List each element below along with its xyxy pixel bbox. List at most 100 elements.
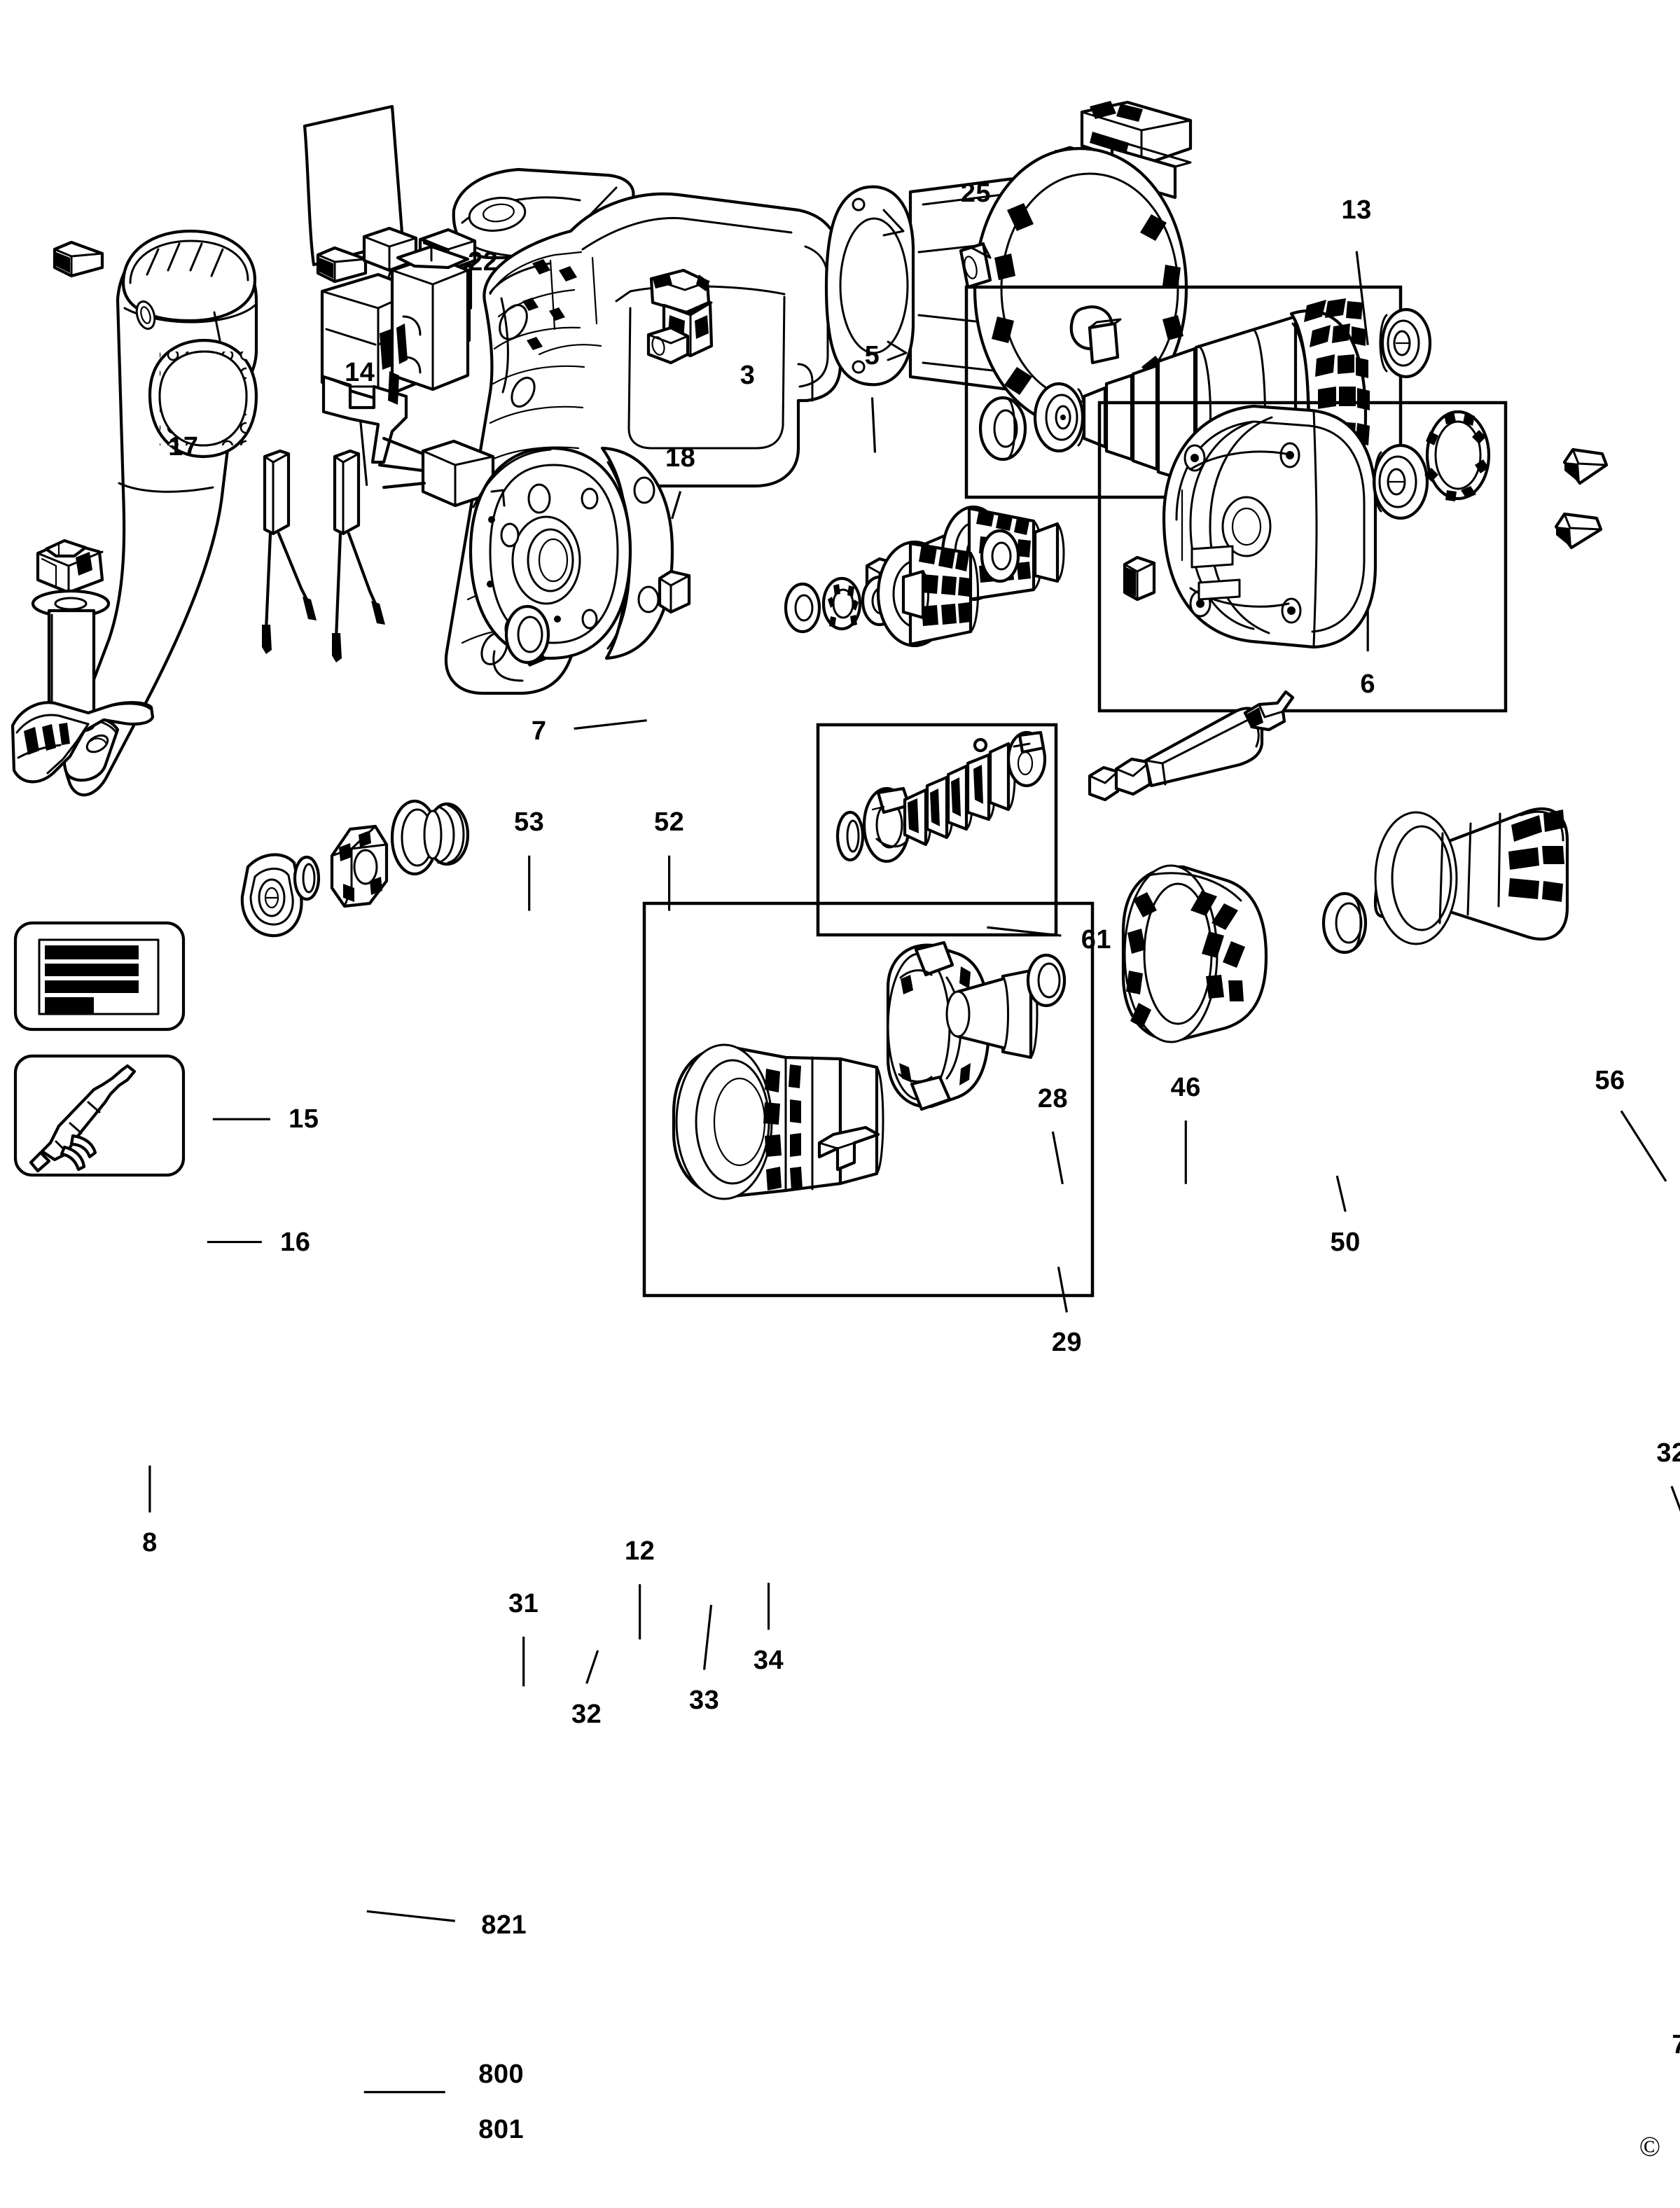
panel-38-spindle-assembly <box>816 723 1058 937</box>
part-29-oil-seal <box>504 604 550 665</box>
part-10-ball-bearing-left <box>1033 382 1086 453</box>
part-49-clutch-cage <box>886 940 991 1111</box>
part-21-carbon-brush-left <box>959 242 992 289</box>
part-32-o-ring-b <box>293 855 321 901</box>
part-number-5: 5 <box>864 341 880 371</box>
part-54-bushing <box>1123 555 1156 602</box>
leader-line-56 <box>1620 1110 1667 1182</box>
part-41-bushing <box>945 968 1039 1060</box>
part-48-shim-plate <box>1424 410 1491 501</box>
part-22-nameplate-label <box>303 104 405 267</box>
part-number-17: 17 <box>168 432 199 462</box>
part-7-trigger-switch <box>320 244 470 464</box>
leader-line-50 <box>1335 1175 1347 1212</box>
part-14-side-handle <box>62 229 258 797</box>
part-12-spindle-lock-nut <box>330 824 389 908</box>
callout-leader-lines <box>148 234 1680 2094</box>
part-number-28: 28 <box>1037 1083 1068 1113</box>
part-58-screw <box>1562 447 1609 485</box>
part-number-32: 32 <box>1656 1438 1680 1468</box>
copyright-icon: © <box>1639 2130 1661 2162</box>
leader-line-5 <box>870 397 877 453</box>
part-number-7: 7 <box>531 716 547 747</box>
part-number-821: 821 <box>481 1910 527 1940</box>
leader-line-33 <box>702 1604 713 1670</box>
leader-line-18 <box>671 491 682 520</box>
leader-line-32 <box>585 1650 599 1684</box>
part-number-50: 50 <box>1330 1227 1361 1257</box>
part-number-22: 22 <box>468 247 499 277</box>
part-16-depth-rod <box>31 589 111 734</box>
leader-line-29 <box>1057 1266 1068 1313</box>
part-56-thrust-washer-a <box>784 582 821 634</box>
part-24-gear-case <box>1162 404 1377 649</box>
part-800-801-tool-illustration-label <box>13 1054 186 1177</box>
part-10-ball-bearing-right <box>1379 307 1432 379</box>
part-number-70: 70 <box>1672 2030 1680 2060</box>
part-21-carbon-brush-right <box>1088 318 1122 365</box>
part-8-power-cord-with-plug <box>11 701 155 784</box>
part-number-25: 25 <box>960 178 992 208</box>
part-number-34: 34 <box>753 1645 784 1675</box>
leader-line-821 <box>366 1910 455 1922</box>
part-number-800: 800 <box>478 2059 525 2089</box>
part-28-gear-case-cover-plate <box>468 446 632 667</box>
part-number-61: 61 <box>1081 924 1111 954</box>
part-number-12: 12 <box>624 1536 655 1566</box>
part-36-bit-holder-tip <box>1243 690 1295 732</box>
part-35-output-spindle <box>1088 707 1264 802</box>
panel-24-gear-case-assembly <box>1097 401 1609 713</box>
part-number-33: 33 <box>688 1685 720 1715</box>
part-26-ball-bearing <box>1372 443 1429 520</box>
leader-line-13 <box>1355 251 1369 345</box>
spindle-clutch-plate <box>862 786 911 863</box>
part-70-key-block <box>817 1125 880 1172</box>
chuck-body <box>672 1043 884 1200</box>
part-number-29: 29 <box>1051 1328 1082 1358</box>
part-52-brush-lead-wire <box>332 449 385 662</box>
leader-line-7 <box>574 719 647 730</box>
leader-line-32 <box>1670 1485 1680 1513</box>
part-15-depth-rod-clamp <box>36 539 104 595</box>
part-42-washer-a <box>1321 891 1368 954</box>
part-55-intermediate-gear <box>876 540 979 648</box>
part-number-31: 31 <box>508 1588 539 1618</box>
part-37-nose-sleeve <box>1373 807 1569 945</box>
part-number-46: 46 <box>1170 1072 1201 1102</box>
spindle-shaft <box>903 742 1016 847</box>
part-61-suppressor-module <box>377 436 495 508</box>
part-number-801: 801 <box>478 2114 525 2144</box>
part-18-screw <box>316 246 368 284</box>
part-39-detent-ball <box>973 737 988 753</box>
part-number-18: 18 <box>665 443 696 473</box>
part-53-brush-lead-wire <box>262 449 317 654</box>
part-821-rating-plate-label <box>13 921 186 1032</box>
part-number-6: 6 <box>1360 669 1375 700</box>
part-6-forward-reverse-lever <box>646 268 714 365</box>
part-number-15: 15 <box>289 1104 319 1134</box>
part-number-3: 3 <box>740 361 756 390</box>
part-32-o-ring-a <box>835 810 865 862</box>
part-30-torque-adjustment-collar <box>1121 864 1268 1043</box>
part-19-washer <box>978 396 1027 461</box>
part-47-clutch-coupler <box>1006 730 1047 788</box>
part-50-needle-roller-a <box>658 569 691 614</box>
leader-line-28 <box>1051 1131 1064 1185</box>
part-number-53: 53 <box>514 807 545 838</box>
part-17-screw <box>53 240 104 278</box>
part-number-52: 52 <box>653 807 685 838</box>
panel-40-chuck-assembly <box>642 901 1095 1298</box>
part-number-14: 14 <box>345 358 375 388</box>
part-number-56: 56 <box>1595 1065 1625 1095</box>
part-number-16: 16 <box>280 1227 311 1257</box>
leader-line-14 <box>359 414 368 486</box>
part-number-8: 8 <box>142 1528 158 1558</box>
part-57-needle-bearing <box>821 576 862 631</box>
part-31-retaining-nut <box>240 853 303 938</box>
part-34-spring <box>423 802 470 866</box>
part-number-32: 32 <box>571 1699 602 1729</box>
part-56-thrust-washer-c <box>980 529 1020 583</box>
part-45-screw <box>1554 512 1603 550</box>
